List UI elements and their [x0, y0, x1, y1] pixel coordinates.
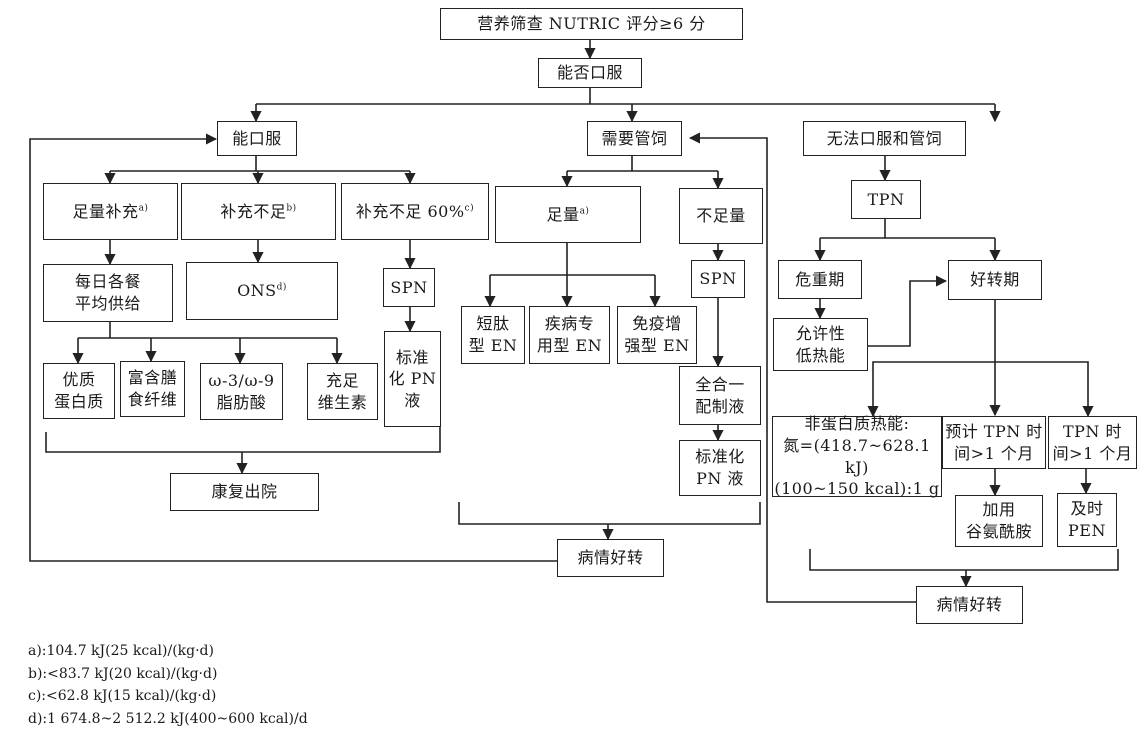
nonprotein-energy-box: 非蛋白质热能:氮=(418.7~628.1 kJ)(100~150 kcal):…	[772, 414, 942, 498]
can-oral-box: 能口服	[217, 121, 297, 156]
short-peptide-en-box: 短肽型 EN	[461, 306, 525, 364]
improved-middle-box: 病情好转	[557, 539, 664, 577]
tube-feed-box: 需要管饲	[587, 121, 682, 156]
quality-protein-box: 优质蛋白质	[43, 363, 115, 419]
footnote-a: a):104.7 kJ(25 kcal)/(kg·d)	[28, 643, 214, 659]
immune-enhanced-en-box: 免疫增强型 EN	[617, 306, 697, 364]
footnote-b: b):<83.7 kJ(20 kcal)/(kg·d)	[28, 665, 218, 682]
vitamins-box: 充足维生素	[307, 363, 378, 420]
footnote-c: c):<62.8 kJ(15 kcal)/(kg·d)	[28, 688, 217, 704]
add-glutamine-box: 加用谷氨酰胺	[955, 495, 1043, 547]
daily-meals-box: 每日各餐平均供给	[43, 264, 173, 322]
ons-box: ONSd)	[186, 262, 338, 320]
critical-phase-box: 危重期	[778, 260, 862, 299]
spn-middle-box: SPN	[691, 260, 745, 298]
sufficient-tube-box: 足量a)	[495, 186, 641, 243]
oral-question-box: 能否口服	[538, 58, 642, 88]
improved-right-box: 病情好转	[916, 586, 1023, 624]
spn-left-box: SPN	[383, 268, 435, 307]
permissive-low-calorie-box: 允许性低热能	[773, 318, 868, 371]
tpn-time-box: TPN 时间>1 个月	[1048, 416, 1137, 469]
tpn-expected-box: 预计 TPN 时间>1 个月	[942, 416, 1046, 469]
dietary-fiber-box: 富含膳食纤维	[120, 361, 185, 417]
all-in-one-box: 全合一配制液	[679, 366, 761, 425]
footnotes: a):104.7 kJ(25 kcal)/(kg·d) b):<83.7 kJ(…	[28, 640, 308, 730]
insufficient-60-box: 补充不足 60%c)	[341, 183, 489, 240]
disease-specific-en-box: 疾病专用型 EN	[529, 306, 610, 364]
tpn-box: TPN	[851, 180, 921, 219]
no-oral-tube-box: 无法口服和管饲	[803, 121, 966, 156]
insufficient-tube-box: 不足量	[679, 188, 763, 244]
rehab-discharge-box: 康复出院	[170, 473, 319, 511]
insufficient-supplement-box: 补充不足b)	[181, 183, 336, 240]
screening-box: 营养筛查 NUTRIC 评分≥6 分	[440, 8, 743, 40]
footnote-d: d):1 674.8~2 512.2 kJ(400~600 kcal)/d	[28, 710, 308, 727]
sufficient-supplement-box: 足量补充a)	[43, 183, 178, 240]
improving-phase-box: 好转期	[948, 260, 1042, 300]
